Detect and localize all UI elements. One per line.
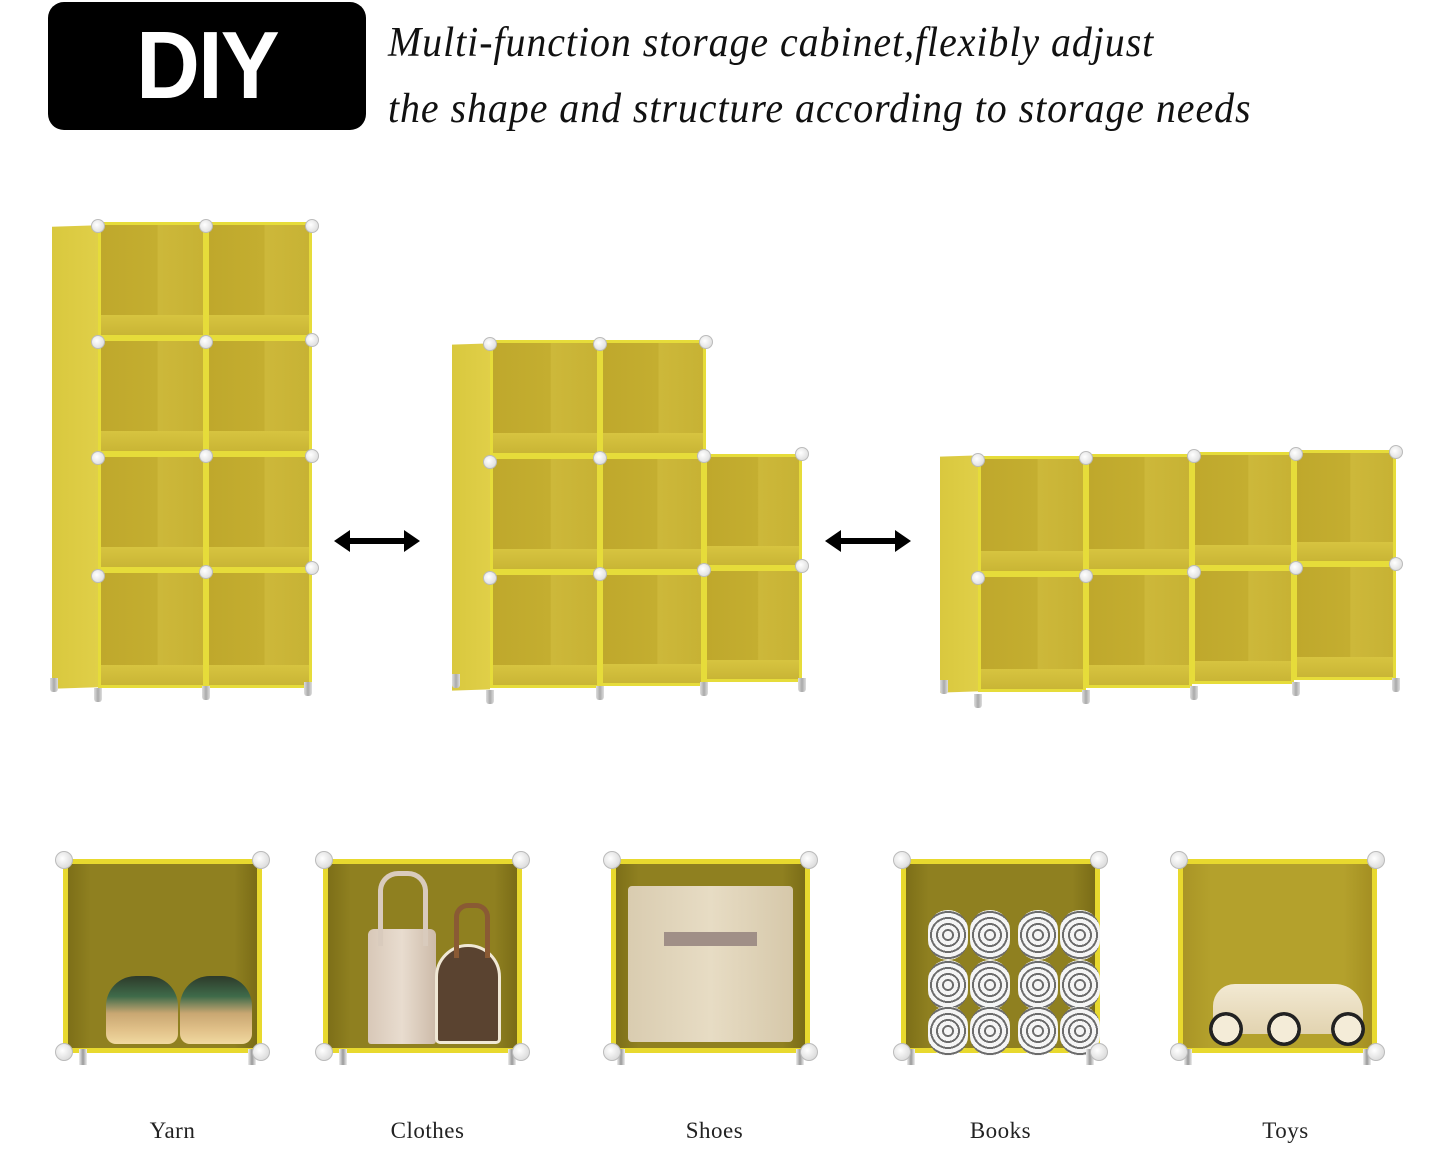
leg: [452, 674, 460, 688]
cube: [206, 338, 312, 454]
leg: [1082, 690, 1090, 704]
usage-label-books: Books: [969, 1118, 1032, 1143]
joint-connector: [483, 455, 497, 469]
leg: [94, 688, 102, 702]
joint-connector: [1289, 447, 1303, 461]
joint-connector: [305, 449, 319, 463]
leg: [974, 694, 982, 708]
diy-badge-text: DIY: [136, 12, 280, 119]
cube: [490, 340, 600, 456]
usage-label-clothes: Clothes: [390, 1118, 465, 1143]
usage-cube-books: [893, 851, 1108, 1065]
joint-connector: [697, 449, 711, 463]
cube: [1294, 564, 1396, 680]
joint-connector: [1187, 449, 1201, 463]
joint-connector: [91, 451, 105, 465]
usage-label-shoes: Shoes: [685, 1118, 744, 1143]
leg: [486, 690, 494, 704]
cube: [600, 456, 704, 572]
joint-connector: [91, 335, 105, 349]
cube: [978, 456, 1086, 574]
headline-line-2: the shape and structure according to sto…: [388, 86, 1252, 132]
joint-connector: [305, 333, 319, 347]
joint-connector: [971, 453, 985, 467]
joint-connector: [199, 219, 213, 233]
leg: [700, 682, 708, 696]
handbag-image: [368, 871, 436, 1044]
cube: [1192, 452, 1294, 568]
joint-connector: [593, 451, 607, 465]
diy-badge: DIY: [48, 2, 366, 130]
double-arrow-icon: [334, 530, 420, 552]
joint-connector: [697, 563, 711, 577]
cube: [1086, 454, 1192, 572]
headline-line-1: Multi-function storage cabinet,flexibly …: [388, 20, 1155, 66]
handbag-image: [435, 903, 501, 1044]
leg: [1190, 686, 1198, 700]
leg: [202, 686, 210, 700]
joint-connector: [1389, 557, 1403, 571]
cabinet-wide-4x2: [940, 445, 1403, 720]
leg: [798, 678, 806, 692]
cube: [490, 572, 600, 688]
leg: [940, 680, 948, 694]
cube: [490, 456, 600, 572]
usage-label-yarn: Yarn: [149, 1118, 196, 1143]
joint-connector: [91, 569, 105, 583]
cube: [206, 570, 312, 688]
cube: [98, 222, 206, 338]
cube: [98, 338, 206, 454]
joint-connector: [1389, 445, 1403, 459]
usage-cube-yarn: [55, 851, 270, 1065]
leg: [1292, 682, 1300, 696]
leg: [1392, 678, 1400, 692]
cabinet-tall-2x4: [50, 219, 319, 702]
cube: [1086, 572, 1192, 688]
cube: [98, 454, 206, 570]
double-arrow-icon: [825, 530, 911, 552]
joint-connector: [1079, 451, 1093, 465]
storage-box-image: [628, 886, 793, 1042]
joint-connector: [795, 559, 809, 573]
joint-connector: [1289, 561, 1303, 575]
leg: [50, 678, 58, 692]
sneaker-image: [180, 976, 252, 1044]
joint-connector: [593, 337, 607, 351]
usage-cube-toys: [1170, 851, 1385, 1065]
joint-connector: [971, 571, 985, 585]
cabinet-staircase: [452, 335, 809, 710]
cube: [206, 222, 312, 338]
joint-connector: [483, 337, 497, 351]
joint-connector: [1187, 565, 1201, 579]
cube: [98, 570, 206, 688]
leg: [304, 682, 312, 696]
usage-cube-clothes: [315, 851, 530, 1065]
joint-connector: [199, 565, 213, 579]
joint-connector: [699, 335, 713, 349]
joint-connector: [483, 571, 497, 585]
cube: [1294, 450, 1396, 564]
usage-label-toys: Toys: [1262, 1118, 1309, 1143]
joint-connector: [593, 567, 607, 581]
side-panel: [452, 343, 490, 691]
joint-connector: [1079, 569, 1093, 583]
sneaker-image: [106, 976, 178, 1044]
joint-connector: [91, 219, 105, 233]
joint-connector: [795, 447, 809, 461]
cube: [206, 454, 312, 570]
usage-cube-shoes: [603, 851, 818, 1065]
headline: Multi-function storage cabinet,flexibly …: [388, 10, 1438, 142]
cube: [600, 340, 706, 456]
cube: [600, 572, 704, 686]
rolled-towels-image: [906, 864, 1100, 1056]
leg: [596, 686, 604, 700]
joint-connector: [305, 219, 319, 233]
cube: [704, 568, 802, 682]
joint-connector: [305, 561, 319, 575]
cube: [704, 454, 802, 568]
cube: [978, 574, 1086, 692]
joint-connector: [199, 335, 213, 349]
cube: [1192, 568, 1294, 684]
joint-connector: [199, 449, 213, 463]
